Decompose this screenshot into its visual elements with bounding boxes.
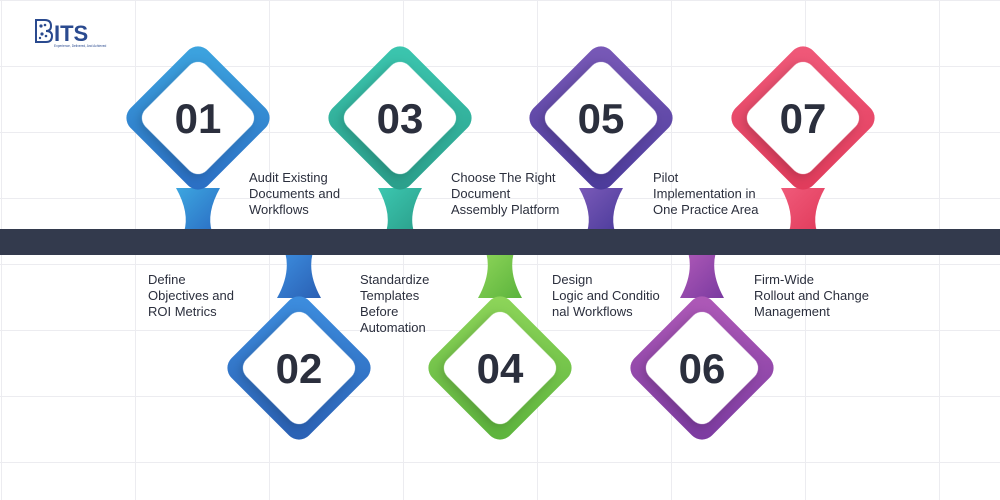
step-number-06: 06 [679,345,726,392]
step-number-01: 01 [175,95,222,142]
diamond-inner-07 [746,61,860,175]
connector-step-02 [277,252,321,298]
step-label-line: Pilot [653,170,679,185]
step-label-line: Choose The Right [451,170,556,185]
diamond-inner-02 [242,311,356,425]
step-label-line: Standardize [360,272,430,287]
step-number-02: 02 [276,345,323,392]
timeline-bar [0,229,1000,255]
step-label-line: ROI Metrics [148,304,217,319]
connector-step-07 [781,188,825,232]
step-number-03: 03 [377,95,424,142]
logo-mark: ITS Experience, Delivered, And Achieved [35,19,106,48]
diamond-inner-06 [645,311,759,425]
step-label-line: Document [451,186,511,201]
diamond-layer: 01 02 03 04 05 06 07 [126,46,875,440]
connector-step-05 [579,188,623,232]
connector-step-01 [176,188,220,232]
diamond-inner-04 [443,311,557,425]
step-label-line: Firm-Wide [754,272,814,287]
diamond-inner-03 [343,61,457,175]
step-number-04: 04 [477,345,524,392]
step-label-line: Audit Existing [249,170,328,185]
diamond-inner-01 [141,61,255,175]
logo-tagline: Experience, Delivered, And Achieved [54,44,106,48]
connector-step-03 [378,188,422,232]
step-label-line: Assembly Platform [451,202,560,217]
step-label-line: Templates [360,288,420,303]
diamond-inner-05 [544,61,658,175]
step-label-line: Documents and [249,186,341,201]
step-label-line: Design [552,272,593,287]
connector-step-04 [478,252,522,298]
step-label-line: Define [148,272,186,287]
logo-text: ITS [54,21,88,46]
step-label-line: Logic and Conditio [552,288,660,303]
step-label-line: Workflows [249,202,309,217]
step-label-line: Implementation in [653,186,756,201]
step-label-line: nal Workflows [552,304,633,319]
step-number-05: 05 [578,95,625,142]
step-number-07: 07 [780,95,827,142]
step-label-line: Rollout and Change [754,288,869,303]
step-label-line: Management [754,304,830,319]
step-label-line: Before [360,304,399,319]
step-label-line: Automation [360,320,426,335]
connector-step-06 [680,252,724,298]
step-label-line: One Practice Area [653,202,759,217]
connector-layer [176,188,825,298]
step-label-line: Objectives and [148,288,234,303]
company-logo: ITS Experience, Delivered, And Achieved [32,14,112,50]
